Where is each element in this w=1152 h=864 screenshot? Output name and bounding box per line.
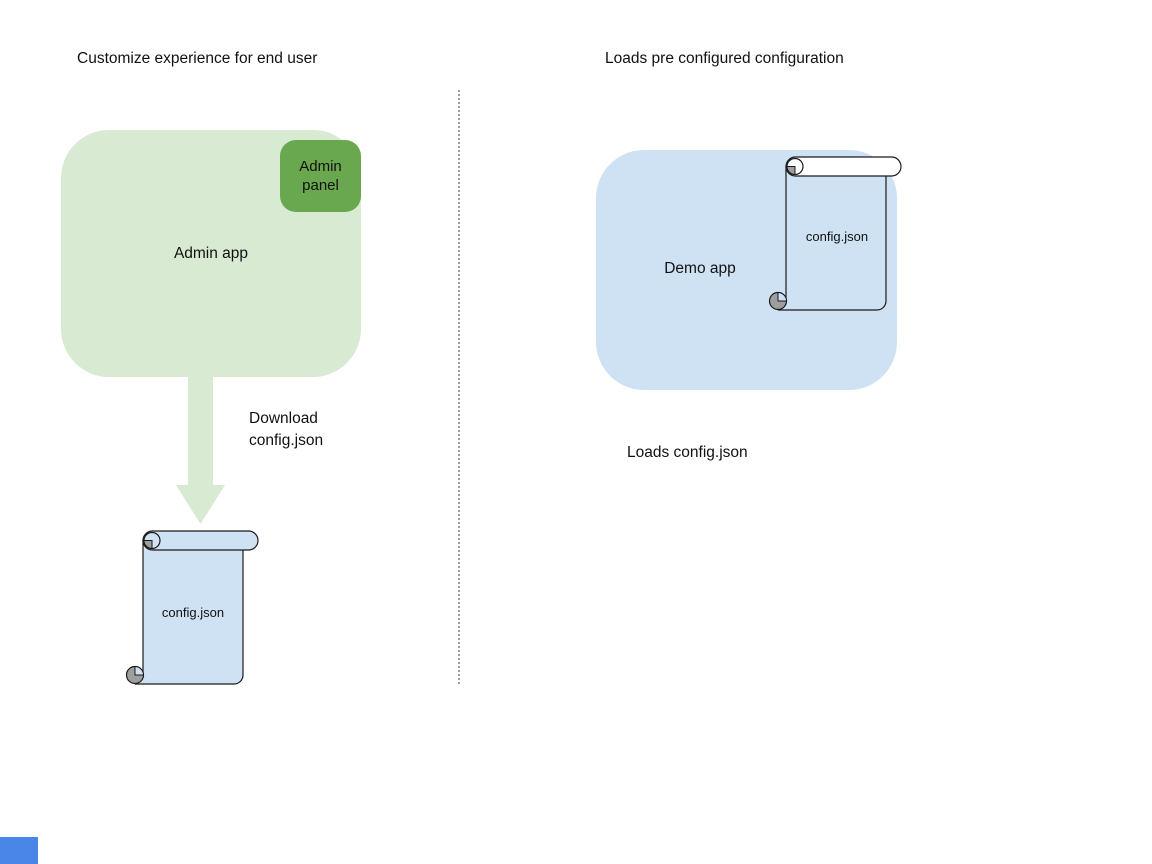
- demo-app-box: [596, 150, 897, 390]
- scroll-roll: [785, 156, 902, 177]
- scroll-bottom-curl-wedge: [134, 665, 145, 676]
- arrow-shape: [176, 377, 225, 524]
- scroll-top-curl-wedge: [786, 166, 796, 176]
- download-arrow-icon: [176, 377, 225, 524]
- left-section-title: Customize experience for end user: [77, 50, 318, 67]
- admin-panel-box: Admin panel: [280, 140, 361, 212]
- section-divider: [458, 90, 460, 684]
- right-section-title: Loads pre configured configuration: [605, 50, 844, 67]
- demo-app-label: Demo app: [664, 260, 736, 277]
- scroll-bottom-curl-wedge: [777, 291, 788, 302]
- corner-marker: [0, 837, 38, 864]
- scroll-top-curl-wedge: [143, 540, 153, 550]
- loads-caption: Loads config.json: [627, 444, 748, 461]
- config-scroll-icon-left: [125, 530, 259, 685]
- download-caption: Download config.json: [249, 410, 324, 449]
- config-scroll-icon-right: [768, 156, 902, 311]
- config-file-label-right: config.json: [805, 229, 869, 244]
- admin-app-box: Admin app Admin panel: [61, 130, 361, 377]
- scroll-roll: [142, 530, 259, 551]
- admin-panel-label: Admin panel: [299, 158, 342, 194]
- admin-app-label: Admin app: [173, 244, 249, 262]
- config-file-label-left: config.json: [161, 605, 225, 620]
